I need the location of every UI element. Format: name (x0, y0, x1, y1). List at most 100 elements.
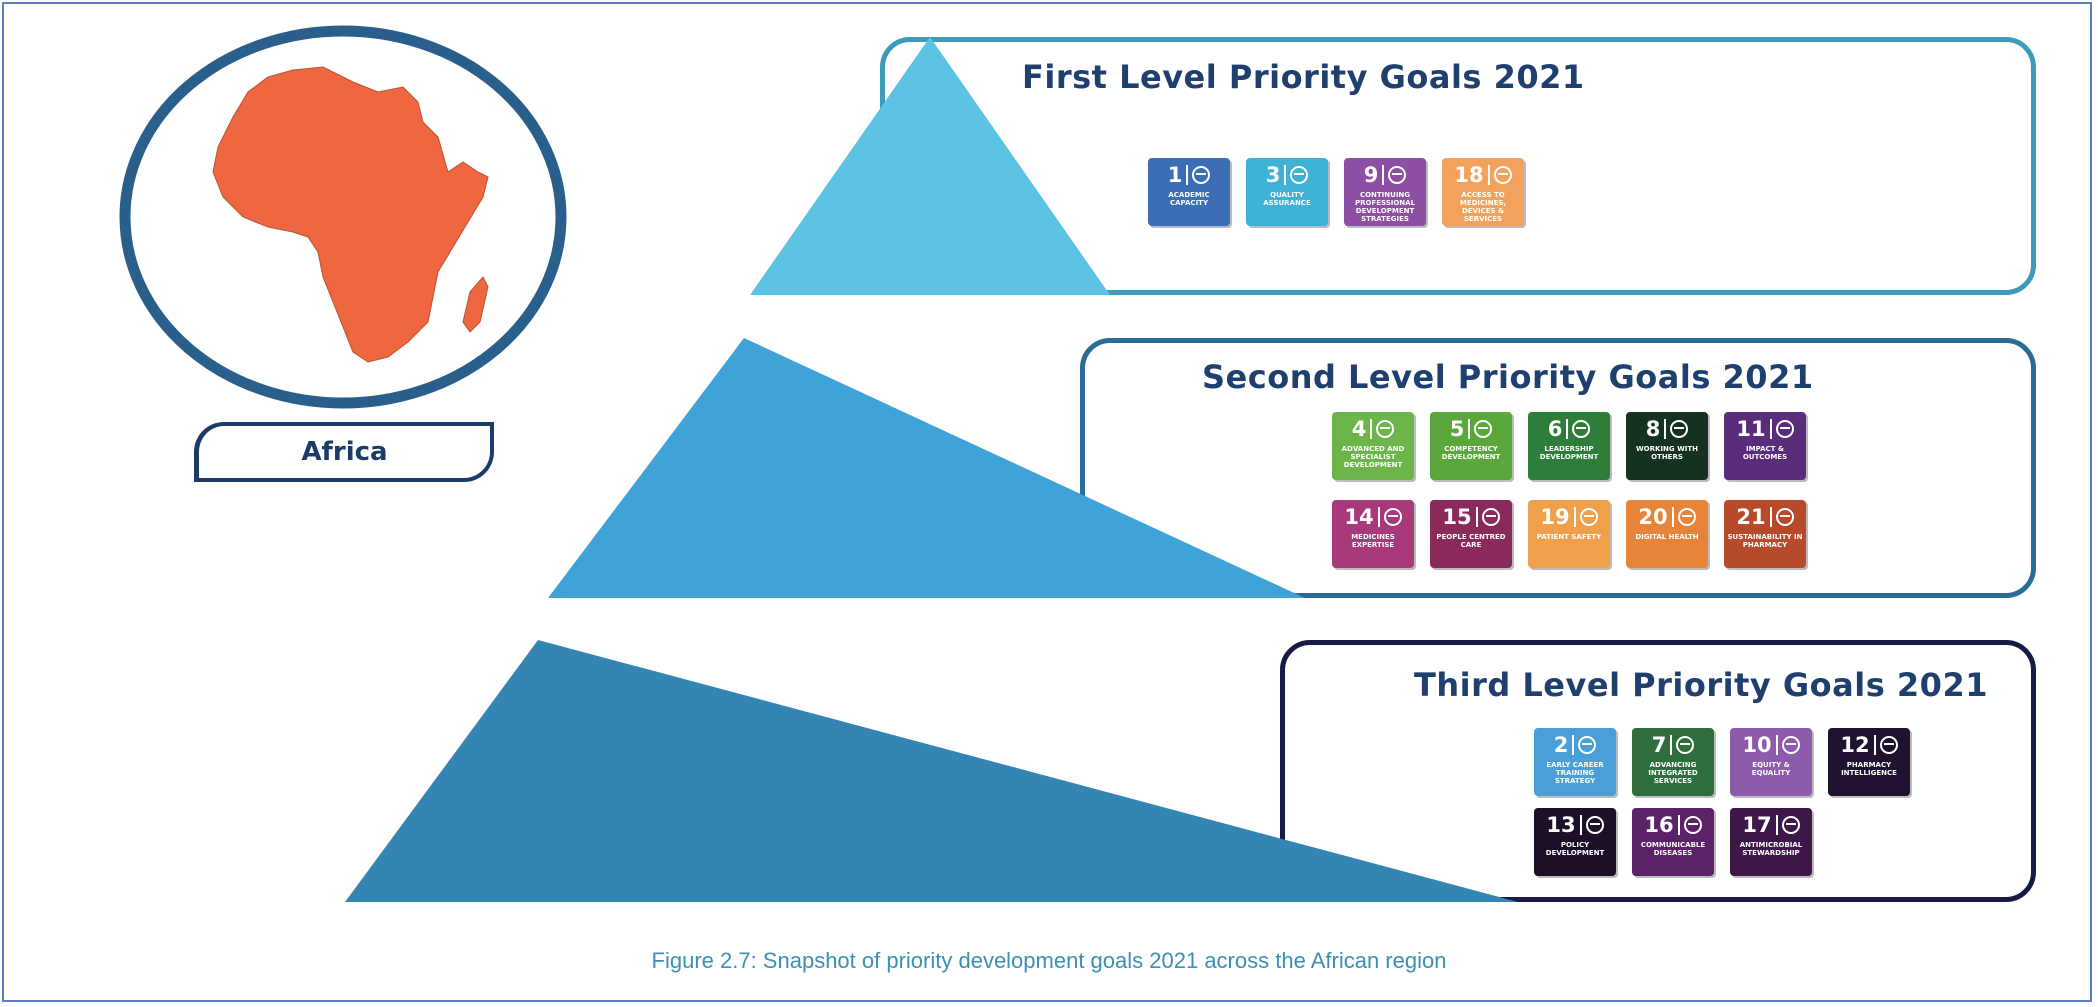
goal-divider (1573, 507, 1576, 527)
goal-label: Equity & Equality (1751, 761, 1791, 777)
goal-number: 21 (1736, 505, 1766, 529)
goal-divider (1186, 165, 1189, 185)
goal-divider (1468, 419, 1471, 439)
africa-continent-shape (212, 66, 489, 363)
level-1-title: First Level Priority Goals 2021 (1022, 58, 1585, 96)
fip-goal-icon (1677, 508, 1696, 526)
goal-label: Medicines Expertise (1351, 533, 1395, 549)
goal-badge-header: 19 (1528, 504, 1610, 530)
goal-badge-header: 15 (1430, 504, 1512, 530)
goal-badge-18: 18Access to Medicines, Devices & Service… (1442, 158, 1524, 226)
fip-goal-icon (1383, 508, 1402, 526)
goal-number: 9 (1363, 163, 1379, 187)
goal-badge-7: 7Advancing Integrated Services (1632, 728, 1714, 796)
goal-badge-5: 5Competency Development (1430, 412, 1512, 480)
fip-goal-icon (1481, 508, 1500, 526)
goal-badge-6: 6Leadership Development (1528, 412, 1610, 480)
goal-number: 15 (1442, 505, 1472, 529)
goal-label: Digital Health (1635, 533, 1699, 541)
goal-label: Advancing Integrated Services (1648, 761, 1698, 785)
goal-badge-17: 17Antimicrobial Stewardship (1730, 808, 1812, 876)
fip-goal-icon (1388, 166, 1407, 184)
goal-divider (1572, 735, 1575, 755)
goal-label: Policy Development (1545, 841, 1605, 857)
goal-number: 17 (1742, 813, 1772, 837)
fip-goal-icon (1493, 166, 1512, 184)
goal-divider (1775, 815, 1778, 835)
goal-badge-3: 3Quality Assurance (1246, 158, 1328, 226)
fip-goal-icon (1192, 166, 1211, 184)
region-label-box: Africa (194, 422, 494, 482)
goal-divider (1377, 507, 1380, 527)
goal-divider (1566, 419, 1569, 439)
goal-number: 10 (1742, 733, 1772, 757)
goal-badge-8: 8Working with Others (1626, 412, 1708, 480)
level-3-title: Third Level Priority Goals 2021 (1414, 666, 1988, 704)
goal-badge-header: 13 (1534, 812, 1616, 838)
madagascar-shape (462, 276, 489, 333)
goal-badge-header: 4 (1332, 416, 1414, 442)
goal-badge-header: 14 (1332, 504, 1414, 530)
goal-divider (1769, 419, 1772, 439)
africa-map-emblem (118, 22, 568, 412)
goal-badge-header: 8 (1626, 416, 1708, 442)
goal-badge-19: 19Patient Safety (1528, 500, 1610, 568)
goal-divider (1873, 735, 1876, 755)
goal-divider (1284, 165, 1287, 185)
goal-label: Continuing Professional Development Stra… (1354, 191, 1416, 223)
level-2-title: Second Level Priority Goals 2021 (1202, 358, 1814, 396)
goal-number: 3 (1265, 163, 1281, 187)
goal-label: Leadership Development (1539, 445, 1599, 461)
goal-badge-header: 20 (1626, 504, 1708, 530)
goal-label: Early Career Training Strategy (1546, 761, 1604, 785)
fip-goal-icon (1683, 816, 1702, 834)
goal-label: People Centred Care (1436, 533, 1506, 549)
goal-badge-9: 9Continuing Professional Development Str… (1344, 158, 1426, 226)
goal-label: Quality Assurance (1263, 191, 1311, 207)
fip-goal-icon (1781, 816, 1800, 834)
goal-number: 8 (1645, 417, 1661, 441)
goal-badge-header: 1 (1148, 162, 1230, 188)
goal-number: 16 (1644, 813, 1674, 837)
region-label: Africa (301, 437, 388, 467)
goal-divider (1769, 507, 1772, 527)
goal-divider (1677, 815, 1680, 835)
goal-badge-21: 21Sustainability in Pharmacy (1724, 500, 1806, 568)
goal-label: Impact & Outcomes (1742, 445, 1788, 461)
goal-number: 19 (1540, 505, 1570, 529)
goal-divider (1475, 507, 1478, 527)
goal-divider (1664, 419, 1667, 439)
goal-badge-2: 2Early Career Training Strategy (1534, 728, 1616, 796)
goal-badge-header: 12 (1828, 732, 1910, 758)
fip-goal-icon (1775, 508, 1794, 526)
goal-label: Sustainability in Pharmacy (1727, 533, 1803, 549)
goal-badge-header: 5 (1430, 416, 1512, 442)
goal-badge-header: 11 (1724, 416, 1806, 442)
goal-divider (1382, 165, 1385, 185)
goal-divider (1775, 735, 1778, 755)
goal-number: 2 (1553, 733, 1569, 757)
goal-divider (1370, 419, 1373, 439)
goal-label: Advanced and Specialist Development (1341, 445, 1405, 469)
goal-badge-header: 17 (1730, 812, 1812, 838)
goal-badge-11: 11Impact & Outcomes (1724, 412, 1806, 480)
fip-goal-icon (1578, 736, 1597, 754)
fip-goal-icon (1585, 816, 1604, 834)
goal-badge-1: 1Academic Capacity (1148, 158, 1230, 226)
goal-label: Pharmacy Intelligence (1841, 761, 1897, 777)
goal-number: 20 (1638, 505, 1668, 529)
figure-caption: Figure 2.7: Snapshot of priority develop… (651, 948, 1447, 973)
goal-number: 14 (1344, 505, 1374, 529)
fip-goal-icon (1879, 736, 1898, 754)
pyramid-tier-3 (345, 640, 1518, 902)
goal-badge-header: 6 (1528, 416, 1610, 442)
goal-badge-header: 3 (1246, 162, 1328, 188)
goal-badge-10: 10Equity & Equality (1730, 728, 1812, 796)
goal-badge-header: 2 (1534, 732, 1616, 758)
goal-badge-header: 9 (1344, 162, 1426, 188)
goal-badge-14: 14Medicines Expertise (1332, 500, 1414, 568)
fip-goal-icon (1579, 508, 1598, 526)
goal-label: Competency Development (1441, 445, 1501, 461)
goal-label: Academic Capacity (1168, 191, 1210, 207)
